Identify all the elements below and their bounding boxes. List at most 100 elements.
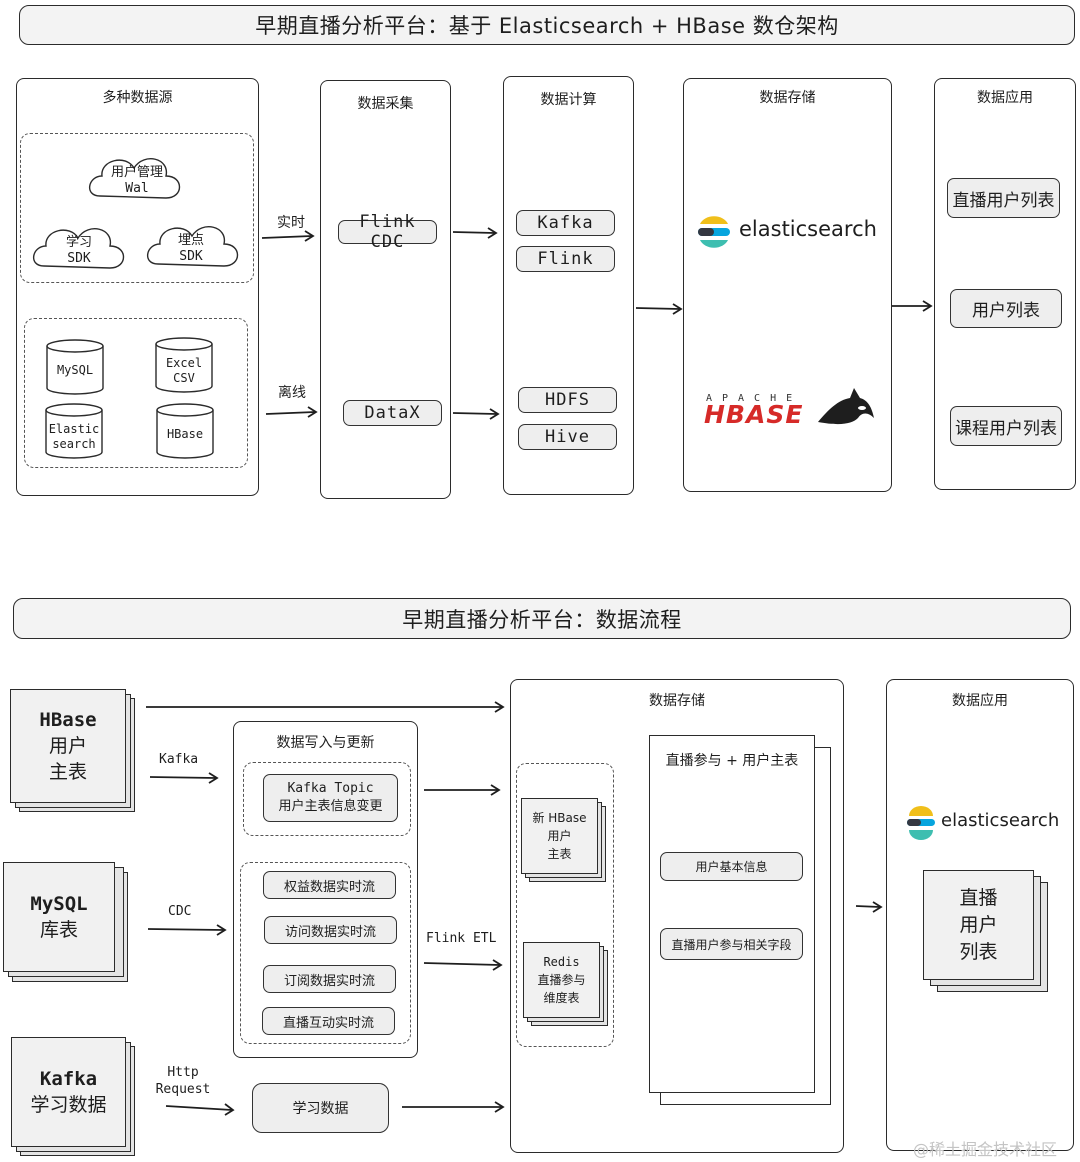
es-wordmark: elasticsearch (739, 217, 877, 241)
orca-icon (818, 388, 874, 425)
hbase-wordmark: HBASE (704, 400, 804, 429)
http-label-line: Request (155, 1082, 211, 1097)
arrow-label-http-request: Http Request (152, 1064, 214, 1098)
redis-box-line: 维度表 (543, 991, 580, 1005)
source-label-line: HBase (39, 709, 97, 731)
kafka-topic-chip: Kafka Topic 用户主表信息变更 (263, 774, 398, 822)
database-icon (45, 337, 214, 459)
db-mysql: MySQL (47, 356, 103, 384)
doc-item-basic-info: 用户基本信息 (660, 852, 803, 881)
storage-panel: 数据存储 (683, 78, 892, 492)
db-label: HBase (166, 427, 204, 441)
bottom-es-wordmark: elasticsearch (941, 810, 1060, 831)
cloud-study-sdk: 学习 SDK (48, 234, 110, 268)
apps-title: 数据应用 (977, 90, 1033, 106)
app-user-list: 用户列表 (950, 289, 1062, 328)
new-hbase-user-table: 新 HBase 用户 主表 (521, 798, 598, 874)
topic-label-line: 用户主表信息变更 (278, 799, 383, 814)
source-label-line: Kafka (39, 1068, 98, 1090)
doc-title: 直播参与 + 用户主表 (665, 753, 799, 769)
db-excel-csv: Excel CSV (156, 354, 212, 388)
stream-visits: 访问数据实时流 (264, 916, 397, 944)
cloud-label-line: 用户管理 (110, 165, 163, 180)
app-course-user-list: 课程用户列表 (950, 406, 1062, 446)
storage-source-group (516, 763, 614, 1047)
source-label-line: MySQL (30, 893, 88, 915)
stream-interaction: 直播互动实时流 (262, 1007, 395, 1035)
source-label-line: 库表 (39, 919, 78, 941)
source-label-line: 主表 (48, 761, 87, 783)
flink-cdc-chip: Flink CDC (338, 212, 437, 252)
collect-panel: 数据采集 (320, 80, 451, 499)
arrow-label-cdc: CDC (168, 904, 192, 919)
cloud-icon (33, 158, 239, 269)
arrow-label-kafka: Kafka (159, 752, 199, 767)
write-title: 数据写入与更新 (276, 735, 375, 751)
app-live-user-list: 直播用户列表 (947, 178, 1060, 218)
bottom-storage-title: 数据存储 (649, 693, 705, 709)
source-kafka-study-data: Kafka 学习数据 (11, 1037, 126, 1147)
cloud-user-wal: 用户管理 Wal (104, 164, 170, 198)
bottom-title: 早期直播分析平台：数据流程 (402, 607, 682, 632)
hive-chip: Hive (518, 424, 617, 450)
bottom-apps-title: 数据应用 (952, 693, 1008, 709)
topic-group (243, 762, 411, 836)
cloud-label-line: 埋点 (177, 233, 204, 248)
top-title: 早期直播分析平台：基于 Elasticsearch + HBase 数仓架构 (255, 14, 839, 38)
elasticsearch-logo-icon (907, 806, 935, 840)
datax-chip: DataX (343, 400, 442, 426)
hbase-box-line: 用户 (547, 829, 572, 843)
bottom-title-bar: 早期直播分析平台：数据流程 (13, 598, 1071, 639)
db-label: Excel (165, 356, 203, 370)
hbase-apache-text: APACHE (706, 393, 803, 404)
list-box-line: 列表 (959, 940, 998, 963)
db-group (24, 318, 248, 468)
db-label: MySQL (56, 363, 94, 377)
arrow-label-offline: 离线 (278, 385, 306, 401)
hdfs-chip: HDFS (518, 387, 617, 413)
sources-title: 多种数据源 (102, 90, 173, 106)
storage-title: 数据存储 (759, 90, 816, 106)
db-label: search (52, 437, 96, 451)
watermark: @稀土掘金技术社区 (913, 1140, 1058, 1159)
db-label: Elastic (48, 422, 100, 436)
cloud-label-line: 学习 (65, 235, 92, 250)
cloud-label-line: SDK (179, 249, 203, 264)
list-box-line: 用户 (959, 913, 998, 936)
top-arrows (261, 227, 933, 420)
db-hbase: HBase (157, 420, 213, 448)
redis-box-line: 直播参与 (537, 973, 586, 987)
streams-group (240, 862, 411, 1044)
doc-item-live-fields: 直播用户参与相关字段 (660, 928, 803, 960)
arrow-label-flink-etl: Flink ETL (426, 931, 497, 946)
cloud-group (20, 133, 254, 283)
sources-panel: 多种数据源 (16, 78, 259, 496)
source-hbase-user-table: HBase 用户 主表 (10, 689, 126, 803)
arrow-label-realtime: 实时 (277, 215, 305, 231)
doc-main: 直播参与 + 用户主表 (649, 735, 815, 1093)
http-label-line: Http (167, 1065, 199, 1080)
elasticsearch-logo-icon (698, 216, 730, 248)
top-title-bar: 早期直播分析平台：基于 Elasticsearch + HBase 数仓架构 (19, 5, 1075, 45)
source-mysql-tables: MySQL 库表 (3, 862, 115, 972)
hbase-box-line: 主表 (547, 847, 572, 861)
collect-title: 数据采集 (357, 96, 414, 112)
db-elastic: Elastic search (46, 420, 102, 454)
cloud-label-line: Wal (125, 181, 149, 196)
cloud-track-sdk: 埋点 SDK (160, 232, 222, 266)
kafka-chip: Kafka (516, 210, 615, 236)
redis-dimension-table: Redis 直播参与 维度表 (523, 942, 600, 1018)
hbase-box-line: 新 HBase (532, 811, 587, 825)
source-label-line: 学习数据 (30, 1094, 107, 1116)
db-label: CSV (173, 371, 195, 385)
list-box-line: 直播 (959, 886, 998, 909)
redis-box-line: Redis (543, 955, 580, 969)
topic-label-line: Kafka Topic (287, 781, 374, 796)
source-label-line: 用户 (48, 735, 87, 757)
cloud-label-line: SDK (67, 251, 91, 266)
live-user-list-box: 直播 用户 列表 (923, 870, 1034, 980)
study-data-box: 学习数据 (252, 1083, 389, 1133)
compute-title: 数据计算 (540, 92, 597, 108)
stream-subscribe: 订阅数据实时流 (263, 965, 396, 993)
